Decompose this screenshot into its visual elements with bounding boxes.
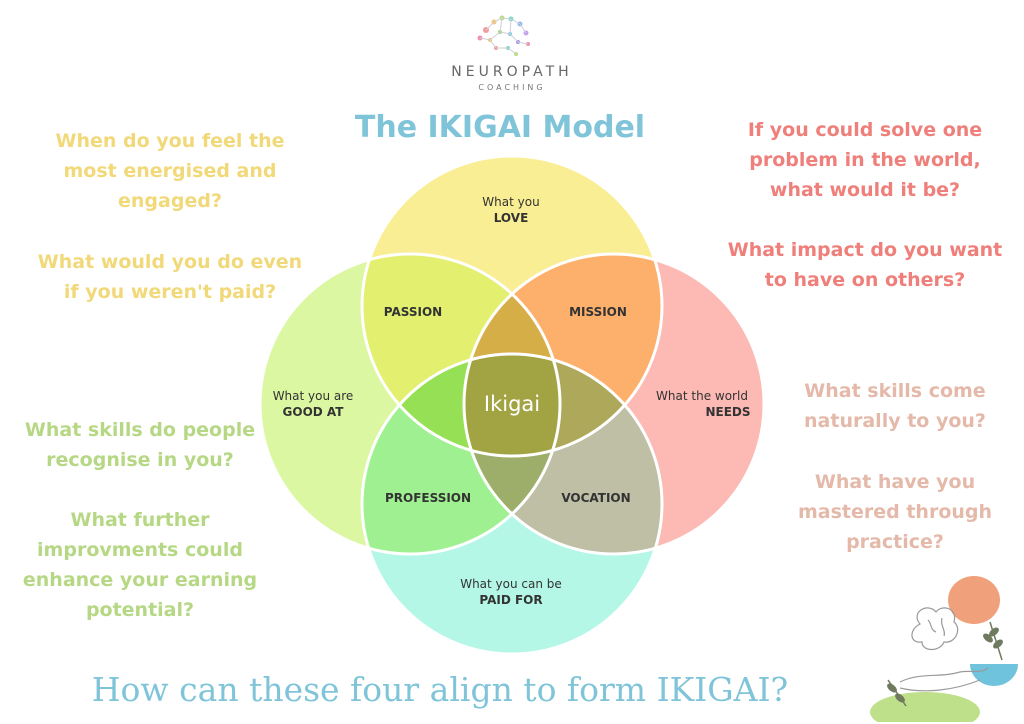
love-question-line: if you weren't paid?: [63, 281, 277, 303]
needs-question-line: If you could solve one: [747, 119, 983, 141]
good-at-question-line: potential?: [85, 599, 195, 621]
needs-question-line: What impact do you want: [727, 239, 1003, 261]
paid-for-question-line: practice?: [846, 531, 944, 553]
love-label-line2: LOVE: [494, 211, 529, 225]
brand-name: NEUROPATH: [451, 64, 573, 80]
good-at-question-line: improvments could: [37, 539, 243, 561]
paid-for-question-line: What skills come: [804, 380, 986, 402]
mission-label: MISSION: [569, 305, 627, 319]
love-question-line: most energised and: [63, 160, 277, 182]
overlap-top-bottom-right: [464, 354, 662, 456]
good-at-questions: What skills do people recognise in you?: [5, 415, 275, 475]
paid-for-label-line2: PAID FOR: [479, 593, 542, 607]
paid-for-questions-2: What have you mastered through practice?: [770, 467, 1020, 557]
decorative-bowl-icon: [970, 664, 1018, 686]
love-question-line: When do you feel the: [55, 130, 285, 152]
good-at-questions-2: What further improvments could enhance y…: [5, 505, 275, 625]
love-question-line: engaged?: [118, 190, 222, 212]
good-at-question-line: What further: [70, 509, 210, 531]
needs-label-line2: NEEDS: [705, 405, 750, 419]
good-at-question-line: What skills do people: [24, 419, 256, 441]
love-questions-2: What would you do even if you weren't pa…: [20, 247, 320, 307]
good-at-question-line: enhance your earning: [22, 569, 258, 591]
good-at-label-line1: What you are: [273, 389, 354, 403]
good-at-label-line2: GOOD AT: [283, 405, 345, 419]
needs-question-line: to have on others?: [764, 269, 966, 291]
ikigai-center-label: Ikigai: [484, 392, 540, 416]
brand-tagline: COACHING: [478, 83, 546, 92]
needs-question-line: what would it be?: [769, 179, 961, 201]
profession-label: PROFESSION: [385, 491, 471, 505]
paid-for-question-line: mastered through: [797, 501, 993, 523]
paid-for-question-line: naturally to you?: [804, 410, 986, 432]
good-at-question-line: recognise in you?: [46, 449, 234, 471]
hand-brain-illustration-icon: [870, 576, 1018, 722]
vocation-label: VOCATION: [561, 491, 630, 505]
needs-question-line: problem in the world,: [749, 149, 981, 171]
brain-logo-icon: [466, 8, 542, 60]
decorative-green-mound-icon: [870, 692, 980, 722]
needs-questions: If you could solve one problem in the wo…: [715, 115, 1015, 205]
page-title: The IKIGAI Model: [354, 110, 646, 145]
decorative-blob-icon: [948, 576, 1000, 624]
needs-label-line1: What the world: [656, 389, 748, 403]
overlap-left-right-bottom: [464, 354, 560, 554]
paid-for-label-line1: What you can be: [460, 577, 562, 591]
paid-for-questions: What skills come naturally to you?: [770, 376, 1020, 436]
passion-label: PASSION: [384, 305, 442, 319]
closing-question: How can these four align to form IKIGAI?: [91, 670, 789, 709]
love-label-line1: What you: [482, 195, 539, 209]
paid-for-question-line: What have you: [814, 471, 976, 493]
needs-questions-2: What impact do you want to have on other…: [715, 235, 1015, 295]
love-question-line: What would you do even: [37, 251, 303, 273]
overlap-top-bottom-left: [362, 354, 560, 456]
love-questions: When do you feel the most energised and …: [20, 126, 320, 216]
